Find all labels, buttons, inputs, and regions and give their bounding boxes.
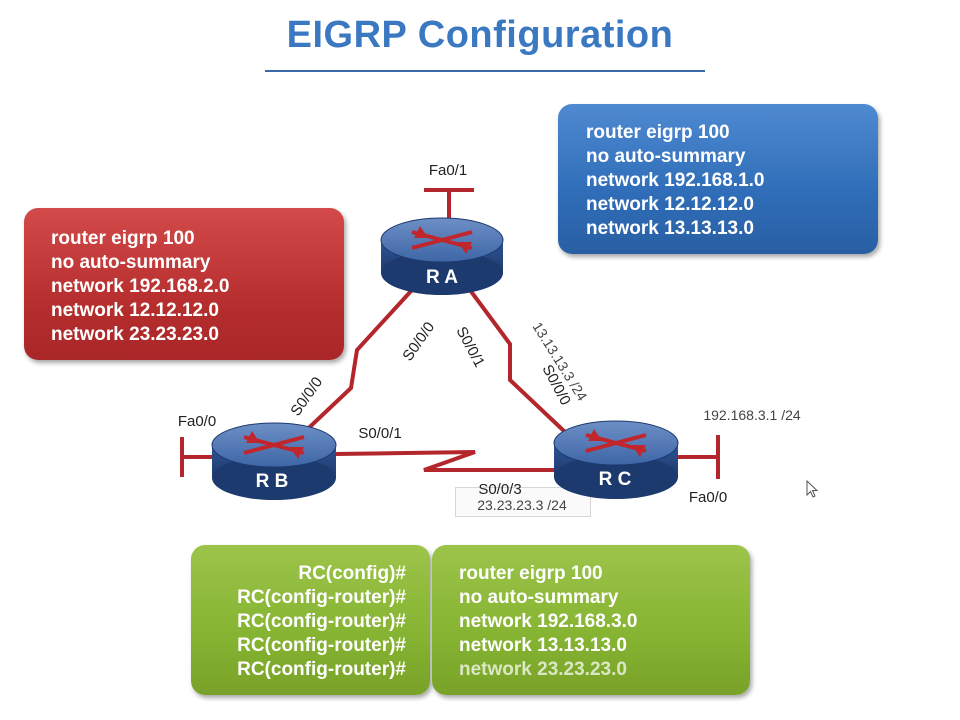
config-line: network 23.23.23.0 [51,324,219,345]
ra-config-box: router eigrp 100 no auto-summary network… [558,104,878,254]
router-rc: R C [553,420,679,499]
router-label-ra: R A [426,267,458,288]
rb-config-box: router eigrp 100 no auto-summary network… [24,208,344,360]
router-rb: R B [211,422,337,500]
config-line: network 12.12.12.0 [51,300,219,321]
rb-rc-link-ip: 23.23.23.3 /24 [477,497,567,513]
router-label-rc: R C [599,469,632,490]
cli-prompt: RC(config-router)# [237,635,406,656]
config-line: router eigrp 100 [51,228,195,249]
cli-prompt: RC(config-router)# [237,659,406,680]
rb-s0-0-label: S0/0/0 [287,374,326,419]
rc-prompt-box: RC(config)# RC(config-router)# RC(config… [191,545,430,695]
config-line: network 23.23.23.0 [459,659,627,680]
config-line: network 192.168.1.0 [586,170,765,191]
mouse-cursor-icon [806,480,819,498]
link-ra-rb [294,288,414,442]
ra-s0-1-label: S0/0/1 [452,324,487,370]
config-line: no auto-summary [51,252,211,273]
cli-prompt: RC(config-router)# [237,611,406,632]
config-line: no auto-summary [459,587,619,608]
config-line: network 192.168.3.0 [459,611,638,632]
link-ra-rc [468,288,567,434]
config-line: network 12.12.12.0 [586,194,754,215]
config-line: no auto-summary [586,146,746,167]
config-line: router eigrp 100 [586,122,730,143]
ra-fa-label: Fa0/1 [429,162,467,179]
rb-fa-label: Fa0/0 [178,413,216,430]
router-ra: R A [380,217,504,295]
config-line: network 13.13.13.0 [586,218,754,239]
rc-lan-ip: 192.168.3.1 /24 [703,407,801,423]
rb-s0-1-label: S0/0/1 [358,425,401,442]
router-label-rb: R B [256,471,289,492]
rc-config-box: router eigrp 100 no auto-summary network… [432,545,750,695]
title-underline [265,70,705,72]
page-title: EIGRP Configuration [286,14,674,56]
ip-label-frame [455,487,591,517]
cli-prompt: RC(config)# [298,563,406,584]
ra-s0-0-label: S0/0/0 [399,319,438,364]
config-line: router eigrp 100 [459,563,603,584]
config-line: network 192.168.2.0 [51,276,230,297]
cli-prompt: RC(config-router)# [237,587,406,608]
rc-s0-3-label: S0/0/3 [478,481,521,498]
config-line: network 13.13.13.0 [459,635,627,656]
link-rb-rc [334,450,560,472]
rc-fa-label: Fa0/0 [689,489,727,506]
